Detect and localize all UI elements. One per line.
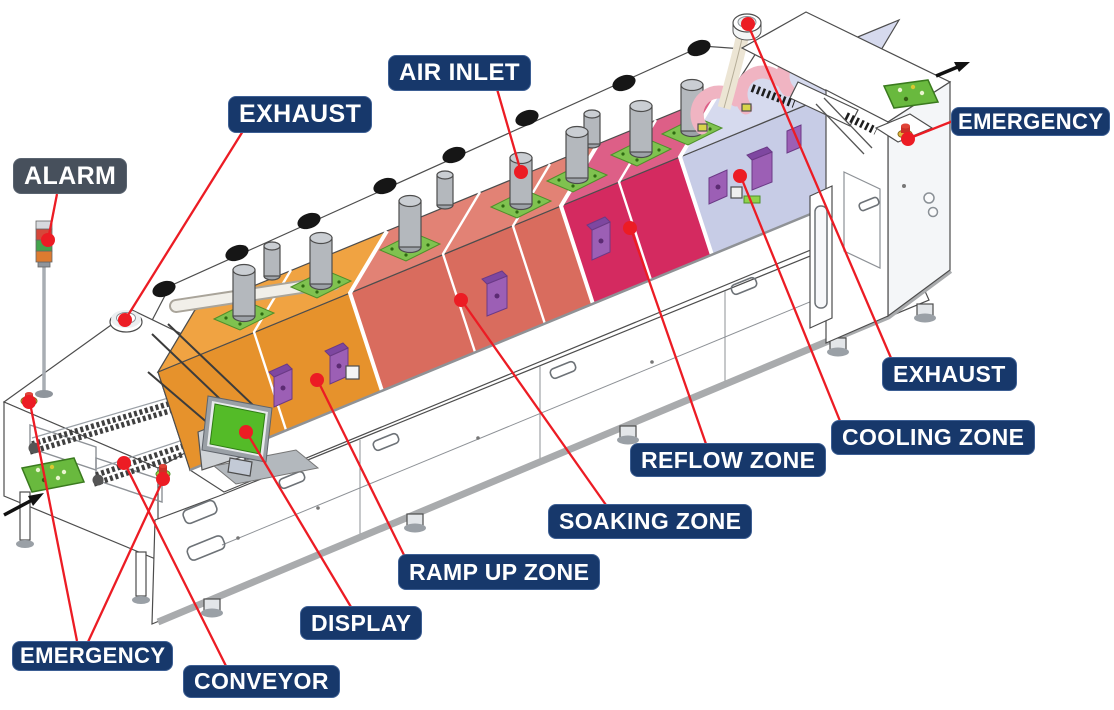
cooling-door	[746, 146, 773, 191]
pcb-outlet	[882, 62, 970, 109]
label-alarm: ALARM	[13, 158, 128, 194]
flex-conduit	[750, 84, 796, 108]
air-nozzles-back	[263, 109, 601, 281]
access-doors	[268, 124, 802, 408]
label-exhaust-right: EXHAUST	[882, 357, 1017, 391]
pcb-inlet	[3, 457, 86, 517]
anchor-dots	[22, 17, 915, 486]
label-display: DISPLAY	[300, 606, 423, 640]
outlet-arrow	[935, 64, 961, 78]
inlet-arrow	[3, 497, 35, 517]
label-emergency-left: EMERGENCY	[12, 641, 174, 671]
feet	[201, 303, 936, 618]
label-reflow-zone: REFLOW ZONE	[630, 443, 827, 477]
flex-conduit-2	[844, 112, 878, 135]
label-emergency-right: EMERGENCY	[951, 107, 1111, 136]
label-soaking-zone: SOAKING ZONE	[548, 504, 753, 539]
leader-lines	[28, 26, 954, 667]
label-cooling-zone: COOLING ZONE	[831, 420, 1036, 455]
label-ramp-up-zone: RAMP UP ZONE	[398, 554, 601, 590]
label-air-inlet: AIR INLET	[388, 55, 531, 91]
air-nozzles	[212, 78, 724, 331]
label-conveyor: CONVEYOR	[183, 665, 340, 698]
clamp-knobs	[152, 39, 711, 298]
emergency-button-right	[874, 113, 934, 143]
panel-slots	[182, 276, 758, 561]
label-exhaust-left: EXHAUST	[228, 96, 373, 133]
